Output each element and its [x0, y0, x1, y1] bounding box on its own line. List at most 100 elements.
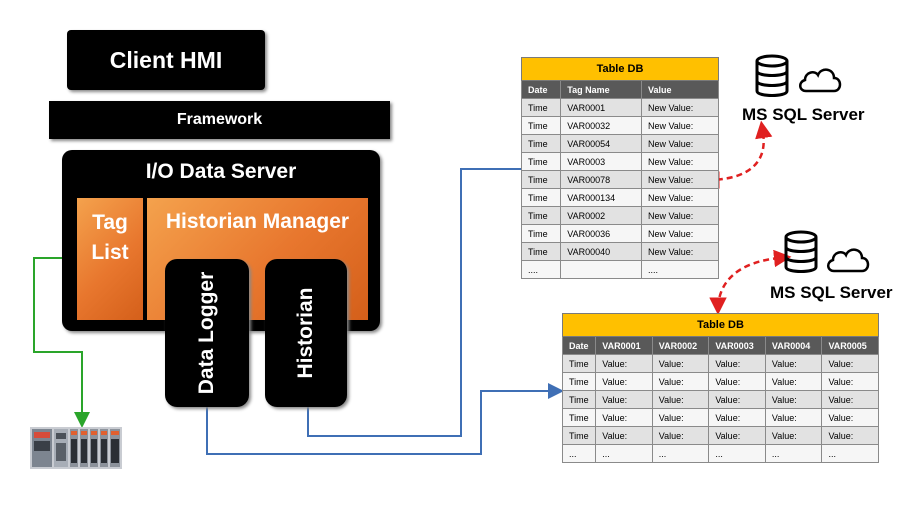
table-row: ........ — [520, 260, 720, 279]
table-db-wide: Table DB Date VAR0001 VAR0002 VAR0003 VA… — [561, 313, 879, 463]
table-cell: Value: — [651, 426, 710, 445]
table-cell: Time — [561, 408, 597, 427]
table-cell: VAR00036 — [560, 224, 642, 243]
table-cell: Value: — [708, 372, 766, 391]
table-cell: Time — [561, 372, 597, 391]
table-cell: Value: — [764, 426, 823, 445]
table-cell: VAR00032 — [560, 116, 642, 135]
table-cell: Value: — [708, 390, 766, 409]
table-cell: VAR0003 — [560, 152, 642, 171]
table-cell: Value: — [821, 426, 879, 445]
table-cell: Value: — [595, 426, 653, 445]
tag-list-label-line2: List — [91, 241, 129, 264]
table-cell — [560, 260, 642, 279]
table-cell: ... — [561, 444, 597, 463]
table-cell: Time — [561, 354, 597, 373]
taglist-plc-line — [33, 257, 90, 428]
table-cell: Value: — [764, 372, 823, 391]
table-cell: Value: — [821, 390, 879, 409]
datalogger-table2-line — [206, 383, 564, 455]
table-cell: New Value: — [640, 152, 720, 171]
table-cell: Time — [520, 206, 562, 225]
table-cell: Value: — [651, 408, 710, 427]
table-cell: Value: — [764, 354, 823, 373]
column-header: Value — [640, 80, 720, 99]
client-hmi-box: Client HMI — [67, 30, 265, 90]
tag-list-label-line1: Tag — [92, 211, 128, 234]
column-header: VAR0004 — [764, 336, 823, 355]
table-cell: ... — [708, 444, 766, 463]
table-cell: Time — [520, 242, 562, 261]
table-cell: Value: — [595, 408, 653, 427]
plc-device-icon — [30, 427, 122, 469]
tag-list-box: Tag List — [77, 198, 143, 320]
data-logger-label: Data Logger — [195, 271, 218, 395]
table-cell: VAR00054 — [560, 134, 642, 153]
cloud-icon — [827, 248, 870, 273]
table-cell: VAR0002 — [560, 206, 642, 225]
table-cell: New Value: — [640, 188, 720, 207]
table-cell: Value: — [821, 408, 879, 427]
table-cell: Value: — [764, 408, 823, 427]
table-cell: ... — [595, 444, 653, 463]
table-cell: Time — [520, 170, 562, 189]
table-cell: New Value: — [640, 134, 720, 153]
framework-box: Framework — [49, 101, 390, 139]
table-cell: Time — [561, 426, 597, 445]
column-header: VAR0001 — [595, 336, 653, 355]
table-cell: New Value: — [640, 242, 720, 261]
table-cell: ... — [821, 444, 879, 463]
table-cell: Time — [561, 390, 597, 409]
table-cell: .... — [520, 260, 562, 279]
historian-manager-label: Historian Manager — [165, 210, 350, 233]
column-header: VAR0005 — [821, 336, 879, 355]
framework-label: Framework — [176, 111, 263, 128]
column-header: Date — [520, 80, 562, 99]
sql2-arrow — [709, 249, 792, 315]
table-cell: Time — [520, 134, 562, 153]
table-cell: Value: — [708, 354, 766, 373]
client-hmi-label: Client HMI — [109, 46, 223, 73]
table-cell: New Value: — [640, 98, 720, 117]
historian-label: Historian — [294, 287, 317, 379]
table-cell: .... — [640, 260, 720, 279]
table-cell: VAR000134 — [560, 188, 642, 207]
column-header: VAR0002 — [651, 336, 710, 355]
table-cell: Value: — [821, 372, 879, 391]
table-cell: Time — [520, 98, 562, 117]
table-cell: Value: — [595, 390, 653, 409]
database-icon — [784, 230, 818, 273]
table-cell: Time — [520, 188, 562, 207]
table-cell: VAR0001 — [560, 98, 642, 117]
table-cell: Value: — [708, 426, 766, 445]
table-cell: Value: — [595, 372, 653, 391]
data-logger-box: Data Logger — [165, 259, 249, 407]
column-header: Tag Name — [560, 80, 642, 99]
column-header: Date — [561, 336, 597, 355]
historian-box: Historian — [265, 259, 347, 407]
database-icon — [755, 54, 789, 97]
table-cell: Time — [520, 116, 562, 135]
column-header: VAR0003 — [708, 336, 766, 355]
table-db-title: Table DB — [562, 313, 879, 337]
table-cell: New Value: — [640, 206, 720, 225]
cloud-icon — [799, 68, 842, 93]
table-cell: Time — [520, 224, 562, 243]
table-cell: Value: — [595, 354, 653, 373]
table-cell: Value: — [764, 390, 823, 409]
table-cell: ... — [764, 444, 823, 463]
table-cell: Value: — [708, 408, 766, 427]
io-data-server-title: I/O Data Server — [145, 160, 297, 183]
table-row: .................. — [561, 444, 879, 463]
